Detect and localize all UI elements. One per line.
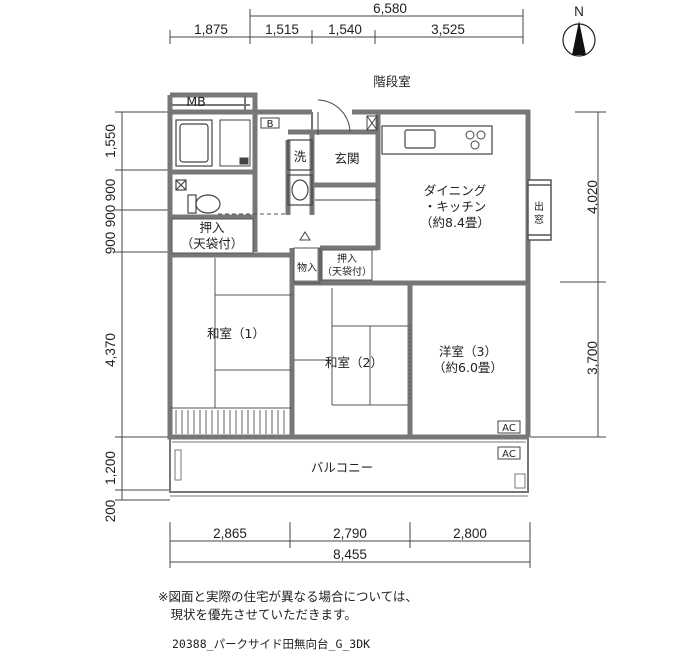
bottom-dimension-lines [169, 522, 531, 568]
dim-bottom-3: 2,800 [453, 526, 487, 541]
ac-outdoor-unit [497, 446, 521, 460]
meter-box-icon [366, 115, 378, 131]
left-dimension-lines [115, 111, 170, 501]
label-ac-1: AC [502, 423, 516, 434]
disclaimer-line-2: 現状を優先させていただきます。 [158, 607, 357, 622]
label-ac-2: AC [502, 449, 516, 460]
label-entrance: 玄関 [334, 151, 359, 166]
kitchen-counter [381, 125, 493, 155]
left-dimension-labels: 1,550 900 900 900 4,370 1,200 200 [103, 124, 118, 522]
dim-left-3: 900 [103, 205, 118, 228]
label-dk-2: ・キッチン [424, 199, 487, 214]
dim-top-2: 1,515 [265, 22, 299, 37]
closet-a [171, 218, 254, 254]
tokonoma-hatch [175, 410, 285, 434]
disclaimer-line-1: ※図面と実際の住宅が異なる場合については、 [158, 589, 418, 604]
dim-left-5: 4,370 [103, 333, 118, 367]
label-room-1: 和室（1） [207, 326, 265, 341]
dim-top-4: 3,525 [431, 22, 465, 37]
mirror-icon [260, 117, 280, 129]
label-room-3-2: （約6.0畳） [433, 360, 503, 375]
dim-top-overall: 6,580 [373, 1, 407, 16]
balcony-outline [169, 437, 529, 497]
tatami-room-2 [294, 288, 408, 406]
dim-left-4: 900 [103, 232, 118, 255]
label-balcony: バルコニー [311, 460, 373, 475]
right-dimension-lines [530, 111, 606, 438]
label-bay-window-2: 窓 [534, 213, 544, 226]
walls [167, 92, 531, 440]
compass-icon [562, 21, 596, 57]
tatami-room-1 [170, 258, 292, 409]
dim-left-7: 200 [103, 500, 118, 523]
dim-top-1: 1,875 [194, 22, 228, 37]
dim-bottom-1: 2,865 [213, 526, 247, 541]
dim-left-2: 900 [103, 179, 118, 202]
label-storage: 物入 [297, 261, 317, 274]
dim-left-6: 1,200 [103, 451, 118, 485]
bay-window [527, 179, 552, 241]
washer-space [287, 139, 313, 171]
dim-right-2: 3,700 [585, 341, 600, 375]
label-closet-b-1: 押入 [337, 252, 357, 265]
dim-left-1: 1,550 [103, 124, 118, 158]
label-dk-3: （約8.4畳） [420, 215, 490, 230]
label-bay-window-1: 出 [534, 200, 544, 213]
storage-arrow-icon [299, 231, 311, 241]
label-stairs: 階段室 [373, 74, 411, 89]
dim-bottom-overall: 8,455 [333, 547, 367, 562]
label-room-3-1: 洋室（3） [439, 344, 497, 359]
closet-b [321, 249, 373, 281]
ac-unit-room-3 [497, 420, 521, 434]
compass-label: N [574, 4, 584, 19]
wall-detail [170, 95, 313, 132]
dim-right-1: 4,020 [585, 180, 600, 214]
svg-text:B: B [267, 119, 274, 130]
label-mb: MB [186, 94, 205, 109]
label-closet-a-2: （天袋付） [181, 236, 244, 251]
bathtub-icon [175, 119, 213, 167]
shower-icon [219, 119, 251, 167]
entrance-door-swing [317, 99, 351, 135]
label-closet-a-1: 押入 [199, 220, 225, 235]
label-closet-b-2: （天袋付） [322, 265, 372, 278]
washbasin-icon [287, 174, 313, 206]
top-dimension-lines [169, 9, 524, 44]
file-id: 20388_パークサイド田無向台_G_3DK [172, 637, 371, 651]
storage [293, 247, 321, 284]
label-dk-1: ダイニング [424, 183, 487, 198]
dim-top-3: 1,540 [328, 22, 362, 37]
label-wash: 洗 [294, 149, 307, 164]
dim-bottom-2: 2,790 [333, 526, 367, 541]
label-room-2: 和室（2） [325, 355, 383, 370]
stove-icon [465, 130, 486, 150]
toilet-icon [175, 179, 221, 214]
